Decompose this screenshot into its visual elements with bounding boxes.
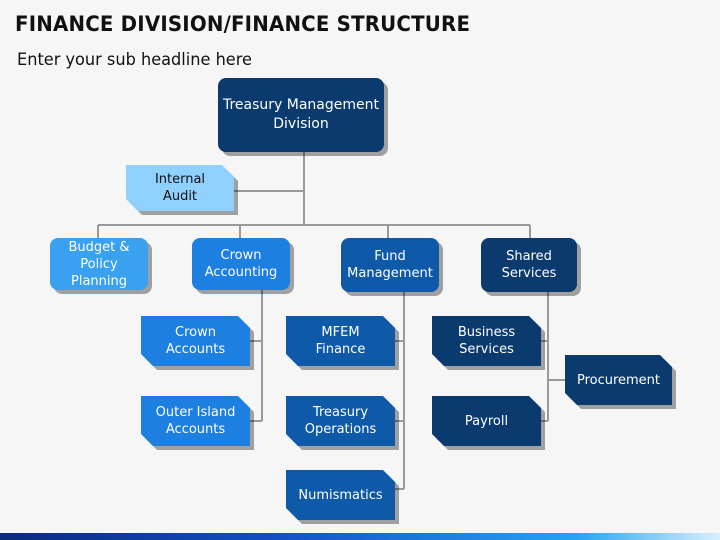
node-label: Crown Accounting [204, 248, 278, 280]
node-crown-accounts: Crown Accounts [141, 316, 250, 366]
node-label: Shared Services [501, 249, 557, 281]
node-crown-accounting: Crown Accounting [192, 238, 290, 290]
node-budget-policy-planning: Budget & Policy Planning [50, 238, 148, 290]
node-business-services: Business Services [432, 316, 541, 366]
node-fund-management: Fund Management [341, 238, 439, 292]
node-label: Outer Island Accounts [155, 405, 236, 437]
node-label: MFEM Finance [315, 325, 366, 357]
node-label: Internal Audit [154, 172, 206, 204]
node-label: Numismatics [298, 487, 383, 503]
page-subtitle: Enter your sub headline here [17, 50, 252, 70]
node-mfem-finance: MFEM Finance [286, 316, 395, 366]
node-numismatics: Numismatics [286, 470, 395, 520]
node-outer-island-accounts: Outer Island Accounts [141, 396, 250, 446]
page-title: FINANCE DIVISION/FINANCE STRUCTURE [15, 12, 471, 37]
node-label: Fund Management [347, 249, 433, 281]
node-label: Procurement [576, 372, 661, 388]
node-label: Payroll [464, 413, 509, 429]
node-procurement: Procurement [565, 355, 672, 405]
node-label: Treasury Operations [304, 405, 377, 437]
footer-gradient-bar [0, 533, 720, 540]
node-label: Treasury Management Division [222, 97, 380, 132]
node-payroll: Payroll [432, 396, 541, 446]
node-treasury-management-division: Treasury Management Division [218, 78, 384, 152]
node-shared-services: Shared Services [481, 238, 577, 292]
node-internal-audit: Internal Audit [126, 165, 234, 211]
node-label: Budget & Policy Planning [68, 239, 130, 289]
node-label: Business Services [457, 325, 516, 357]
node-treasury-operations: Treasury Operations [286, 396, 395, 446]
node-label: Crown Accounts [165, 325, 226, 357]
